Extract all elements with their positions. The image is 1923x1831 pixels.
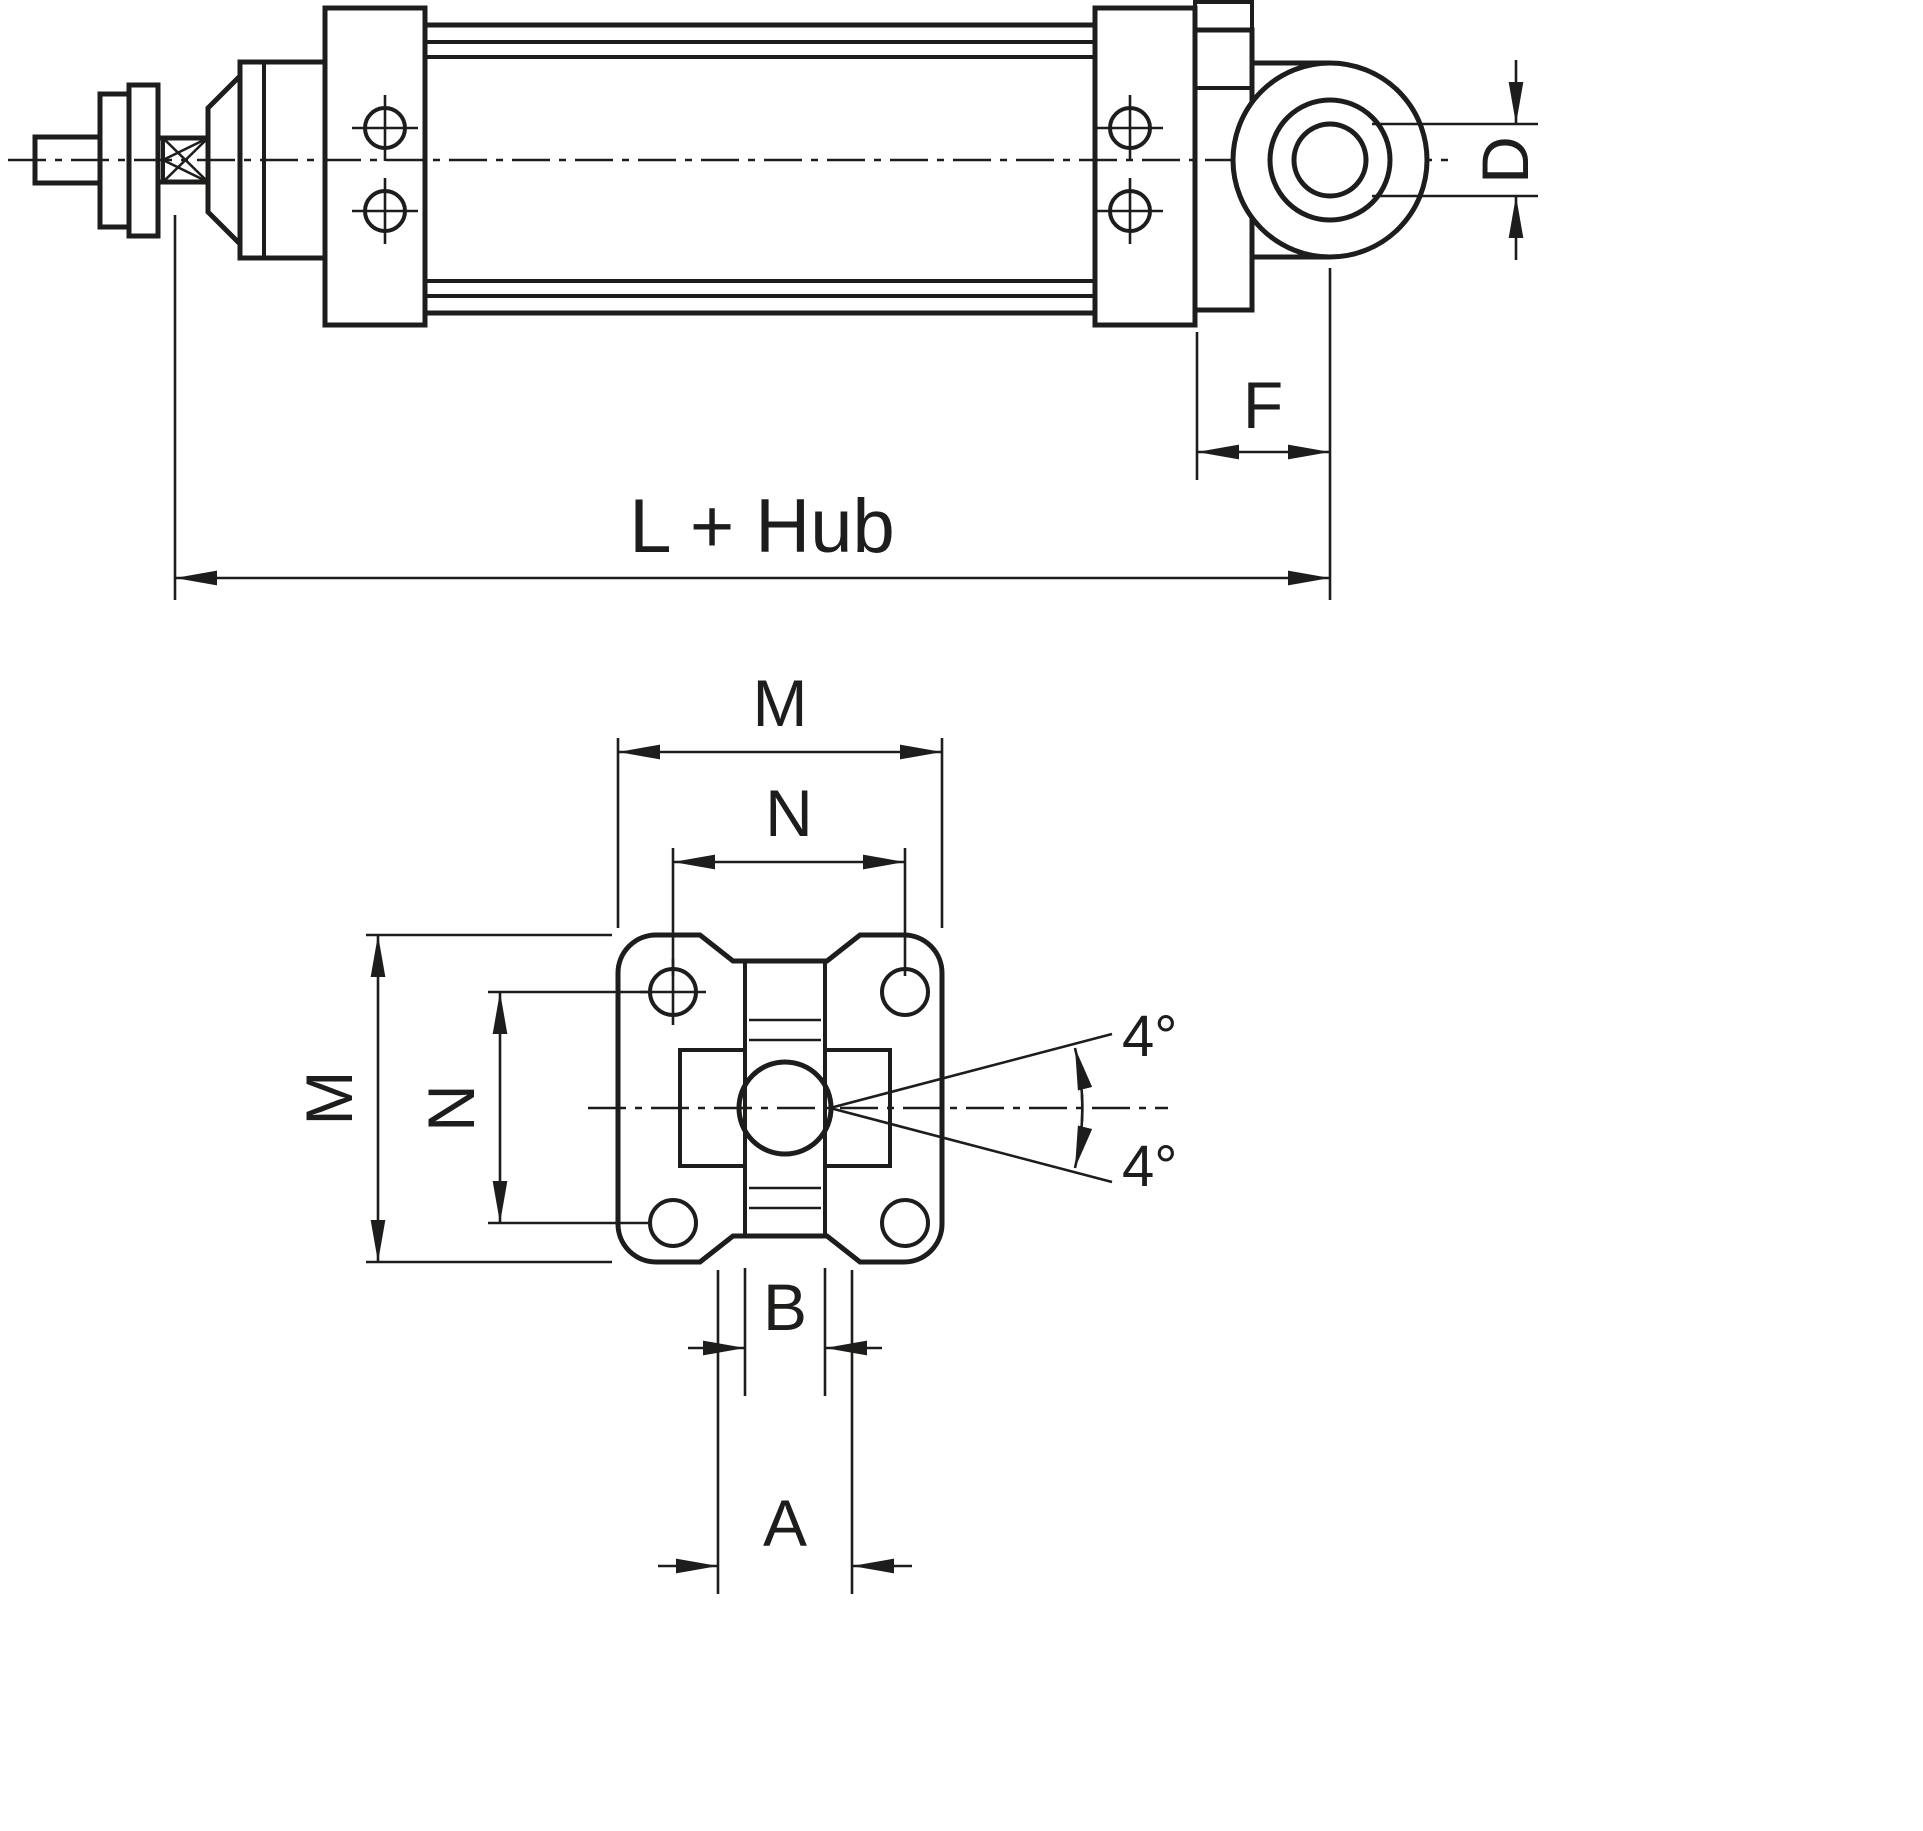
dim-label-m-left: M (292, 1071, 366, 1126)
dim-label-a: A (763, 1486, 807, 1560)
cylinder-side-view: D F L + Hub (8, 0, 1542, 600)
angle-line-lower (829, 1106, 1113, 1184)
dim-label-m-top: M (753, 666, 808, 740)
angle-line-upper (829, 1032, 1113, 1110)
cylinder-tube (425, 22, 1095, 316)
dim-label-l-hub: L + Hub (629, 484, 894, 569)
mounting-wall-hatch (1193, 0, 1254, 90)
dimension-d: D (1372, 60, 1542, 260)
dimension-n-top: N (671, 776, 907, 976)
angle-label-upper: 4° (1122, 1004, 1177, 1069)
dim-label-n-left: N (414, 1084, 488, 1132)
dim-label-b: B (763, 1270, 807, 1344)
rear-plate (1092, 5, 1198, 328)
flange-body (615, 932, 945, 1265)
dim-label-d: D (1468, 136, 1542, 184)
bolt-hole-bottom-right (880, 1198, 930, 1248)
rod-eye-bore (1291, 121, 1369, 199)
dimension-swivel-angle: 4° 4° (829, 1004, 1177, 1199)
front-end-cap (322, 5, 428, 328)
dimension-f: F (1195, 268, 1332, 600)
dimension-a: A (658, 1270, 912, 1594)
dimension-m-left: M (292, 933, 612, 1264)
bolt-hole-bottom-left (648, 1198, 698, 1248)
swivel-eye-mount (1192, 0, 1430, 313)
dim-label-f: F (1243, 368, 1283, 442)
rod-locknut-2 (126, 82, 161, 239)
dimension-n-left: N (414, 990, 648, 1225)
dimension-b: B (688, 1268, 882, 1396)
dimension-l-hub: L + Hub (173, 215, 1330, 600)
rod-thread-hatch (161, 136, 210, 184)
dim-label-n-top: N (765, 776, 813, 850)
dimension-m-top: M (616, 666, 944, 928)
angle-arc-lower (1073, 1094, 1093, 1169)
flange-front-view: M N M N B (292, 666, 1177, 1594)
front-plate (322, 5, 428, 328)
rear-end-cap (1092, 5, 1198, 328)
angle-label-lower: 4° (1122, 1134, 1177, 1199)
swivel-tongue (678, 961, 892, 1236)
